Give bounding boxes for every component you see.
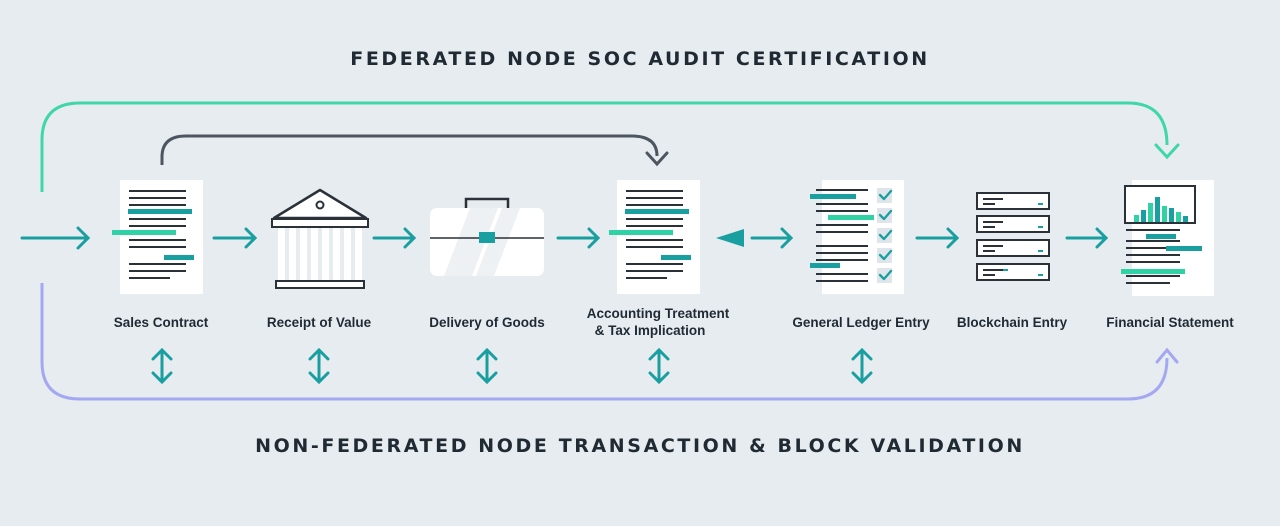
- federated-loop-line: [40, 101, 1169, 192]
- federated-audit-title: FEDERATED NODE SOC AUDIT CERTIFICATION: [350, 48, 930, 70]
- sync-arrow-sales-contract: [151, 347, 173, 385]
- arrow-blockchain-to-statement: [1065, 227, 1109, 249]
- arrow-contract-to-receipt: [212, 227, 258, 249]
- arrow-ledger-to-blockchain: [915, 227, 960, 249]
- entry-arrow: [20, 226, 91, 250]
- label-blockchain-entry: Blockchain Entry: [956, 315, 1068, 330]
- label-accounting-treatment-line2: & Tax Implication: [594, 323, 706, 338]
- sync-arrow-receipt-of-value: [308, 347, 330, 385]
- briefcase-icon: [430, 197, 544, 276]
- financial-report-icon: [1121, 180, 1214, 296]
- label-financial-statement: Financial Statement: [1106, 315, 1234, 330]
- arrow-ledger-to-accounting: [716, 229, 744, 247]
- label-delivery-of-goods: Delivery of Goods: [429, 315, 545, 330]
- sales-contract-document-icon: [112, 180, 203, 294]
- federated-loop-arrowhead: [1154, 143, 1180, 160]
- label-receipt-of-value: Receipt of Value: [266, 315, 372, 330]
- label-accounting-treatment: Accounting Treatment & Tax Implication: [568, 305, 748, 339]
- validation-loop-line: [40, 283, 1169, 401]
- label-sales-contract: Sales Contract: [113, 315, 209, 330]
- accounting-document-icon: [609, 180, 700, 294]
- label-accounting-treatment-line1: Accounting Treatment: [586, 306, 730, 321]
- sync-arrow-accounting-treatment: [648, 347, 670, 385]
- arrow-delivery-to-accounting: [556, 227, 601, 249]
- contract-to-accounting-arrow: [160, 134, 659, 165]
- server-stack-icon: [976, 192, 1050, 281]
- label-general-ledger-entry: General Ledger Entry: [792, 315, 930, 330]
- validation-loop-arrowhead: [1155, 347, 1179, 364]
- sync-arrow-general-ledger: [851, 347, 873, 385]
- arrow-into-ledger: [750, 227, 794, 249]
- sync-arrow-delivery-of-goods: [476, 347, 498, 385]
- non-federated-validation-title: NON-FEDERATED NODE TRANSACTION & BLOCK V…: [255, 435, 1025, 457]
- contract-to-accounting-arrowhead: [645, 151, 669, 167]
- arrow-receipt-to-delivery: [372, 227, 417, 249]
- ledger-checklist-icon: [810, 180, 904, 294]
- bank-building-icon: [271, 188, 369, 289]
